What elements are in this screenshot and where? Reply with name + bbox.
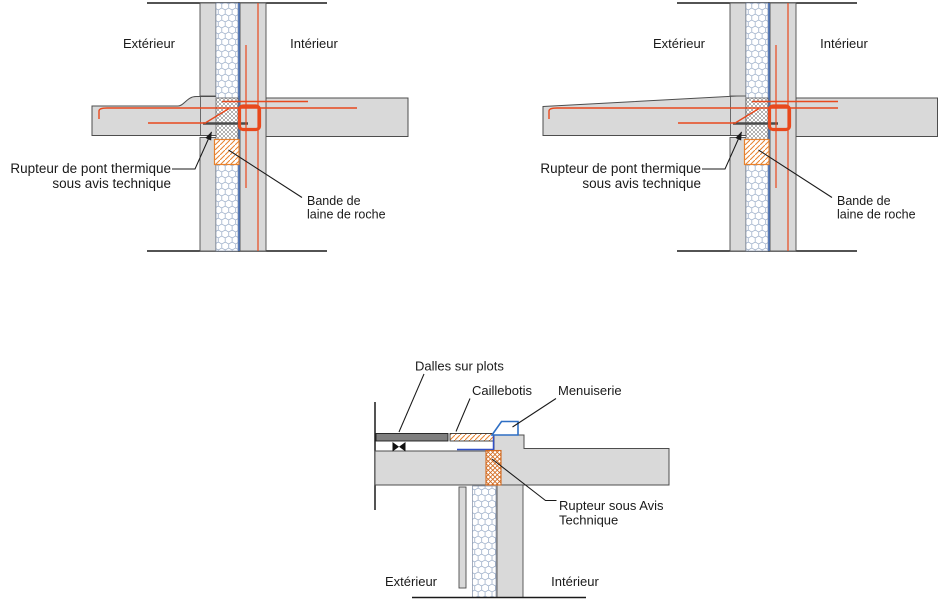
interior-label: Intérieur <box>290 36 338 51</box>
joinery-profile <box>490 420 519 436</box>
inner-wall-leaf <box>496 484 524 598</box>
grating-leader-line <box>455 398 471 432</box>
thermal-break-label-line1: Rupteur de pont thermique <box>540 161 701 176</box>
rockwool-label-line2: laine de roche <box>837 208 916 222</box>
thermal-break-leader-line <box>491 458 557 502</box>
rebar-main-hooked <box>98 107 357 119</box>
interior-label: Intérieur <box>820 36 868 51</box>
thermal-break-label-line2: sous avis technique <box>52 176 171 191</box>
exterior-label: Extérieur <box>385 574 438 589</box>
paver-slab <box>375 433 449 442</box>
outer-wall-leaf <box>458 486 467 589</box>
thermal-break-label-line2: Technique <box>559 513 618 528</box>
thermal-break-label-line2: sous avis technique <box>582 176 701 191</box>
thermal-break-hatch <box>485 449 502 486</box>
thermal-break-label-line1: Rupteur de pont thermique <box>10 161 171 176</box>
grating-strip <box>449 433 494 442</box>
exterior-label: Extérieur <box>123 36 176 51</box>
rockwool-label-line1: Bande de <box>307 194 361 208</box>
interior-label: Intérieur <box>551 574 599 589</box>
pavers-leader-line <box>398 373 425 433</box>
joinery-leader-line <box>512 398 557 428</box>
interior-floor-slab <box>795 97 938 137</box>
detail-terrace-threshold: Dalles sur plots Caillebotis Menuiserie … <box>374 359 670 599</box>
interior-floor-slab <box>265 97 409 137</box>
rebar-main-hooked <box>548 107 838 119</box>
joinery-label: Menuiserie <box>558 383 622 398</box>
grating-label: Caillebotis <box>472 383 532 398</box>
rockwool-label-line1: Bande de <box>837 194 891 208</box>
pedestal-symbol <box>392 442 406 452</box>
detail-balcony-taper: Extérieur Intérieur Rupteur de pont ther… <box>540 3 938 251</box>
thermal-break-label-line1: Rupteur sous Avis <box>559 498 664 513</box>
detail-balcony-step: Extérieur Intérieur Rupteur de pont ther… <box>10 3 409 251</box>
rockwool-label-line2: laine de roche <box>307 208 386 222</box>
pavers-label: Dalles sur plots <box>415 359 504 374</box>
wall-insulation <box>472 485 497 598</box>
exterior-label: Extérieur <box>653 36 706 51</box>
